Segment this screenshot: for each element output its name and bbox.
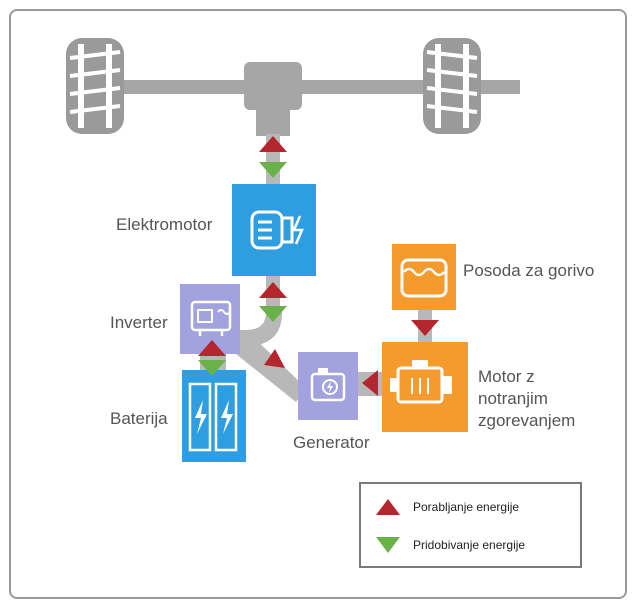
diagram-frame <box>9 9 627 599</box>
engine-box <box>382 342 468 432</box>
consumption-arrow <box>411 320 439 336</box>
axle <box>120 80 520 94</box>
left-wheel-icon <box>66 38 124 134</box>
label-fuel-tank: Posoda za gorivo <box>463 261 594 280</box>
battery-icon <box>188 382 238 452</box>
consumption-arrow <box>198 340 226 356</box>
electric-motor-icon <box>250 210 304 250</box>
electric-motor-box <box>232 184 316 276</box>
energy-arrows <box>198 136 439 396</box>
engine-icon <box>390 360 452 404</box>
generator-box <box>298 352 358 420</box>
battery-box <box>182 370 246 462</box>
green-triangle-icon <box>376 537 400 553</box>
recovery-arrow <box>259 306 287 322</box>
legend-item-recovery: Pridobivanje energije <box>375 536 525 554</box>
label-engine-line3: zgorevanjem <box>478 411 575 430</box>
legend-item-consumption: Porabljanje energije <box>375 498 519 516</box>
generator-icon <box>310 368 346 402</box>
right-wheel-icon <box>423 38 481 134</box>
differential-icon <box>244 62 302 136</box>
recovery-arrow <box>259 162 287 178</box>
red-triangle-icon <box>376 499 400 515</box>
legend-label-consumption: Porabljanje energije <box>413 500 520 514</box>
consumption-arrow <box>362 370 378 396</box>
recovery-arrow <box>198 360 226 376</box>
label-engine-line1: Motor z <box>478 367 535 386</box>
label-engine-line2: notranjim <box>478 389 548 408</box>
label-battery: Baterija <box>110 409 168 428</box>
label-electric-motor: Elektromotor <box>116 215 213 234</box>
legend: Porabljanje energije Pridobivanje energi… <box>359 482 582 568</box>
fuel-tank-icon <box>400 258 448 298</box>
legend-label-recovery: Pridobivanje energije <box>413 538 526 552</box>
fuel-tank-box <box>392 244 456 310</box>
consumption-arrow <box>264 349 285 368</box>
consumption-arrow <box>259 136 287 152</box>
label-inverter: Inverter <box>110 313 168 332</box>
label-generator: Generator <box>293 433 370 452</box>
consumption-arrow <box>259 282 287 298</box>
inverter-icon <box>190 300 232 336</box>
